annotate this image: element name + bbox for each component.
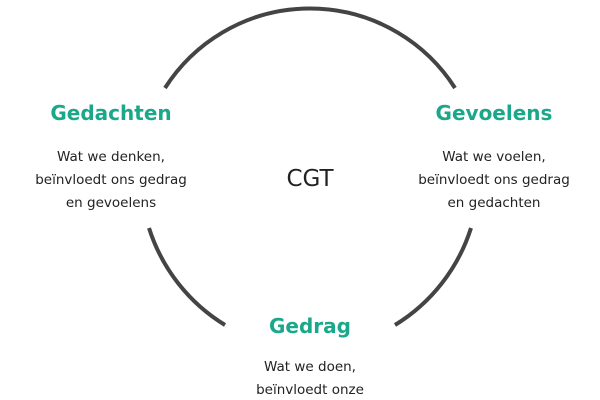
desc-line: Wat we doen,: [264, 359, 356, 375]
arc-top: [163, 6, 457, 90]
node-title-gedachten: Gedachten: [50, 101, 172, 125]
desc-line: beïnvloedt onze: [256, 382, 364, 398]
desc-line: en gedachten: [447, 195, 541, 211]
node-desc-gedrag: Wat we doen, beïnvloedt onze: [200, 356, 420, 400]
arc-bottom-left: [147, 227, 227, 327]
node-desc-gedachten: Wat we denken, beïnvloedt ons gedrag en …: [1, 146, 221, 215]
node-title-gedrag: Gedrag: [269, 314, 351, 338]
node-title-gevoelens: Gevoelens: [435, 101, 553, 125]
desc-line: beïnvloedt ons gedrag: [35, 172, 187, 188]
node-desc-gevoelens: Wat we voelen, beïnvloedt ons gedrag en …: [384, 146, 600, 215]
desc-line: Wat we voelen,: [442, 149, 546, 165]
desc-line: en gevoelens: [65, 195, 157, 211]
desc-line: Wat we denken,: [57, 149, 165, 165]
desc-line: beïnvloedt ons gedrag: [418, 172, 570, 188]
arc-bottom-right: [393, 227, 473, 327]
center-label: CGT: [286, 166, 334, 192]
